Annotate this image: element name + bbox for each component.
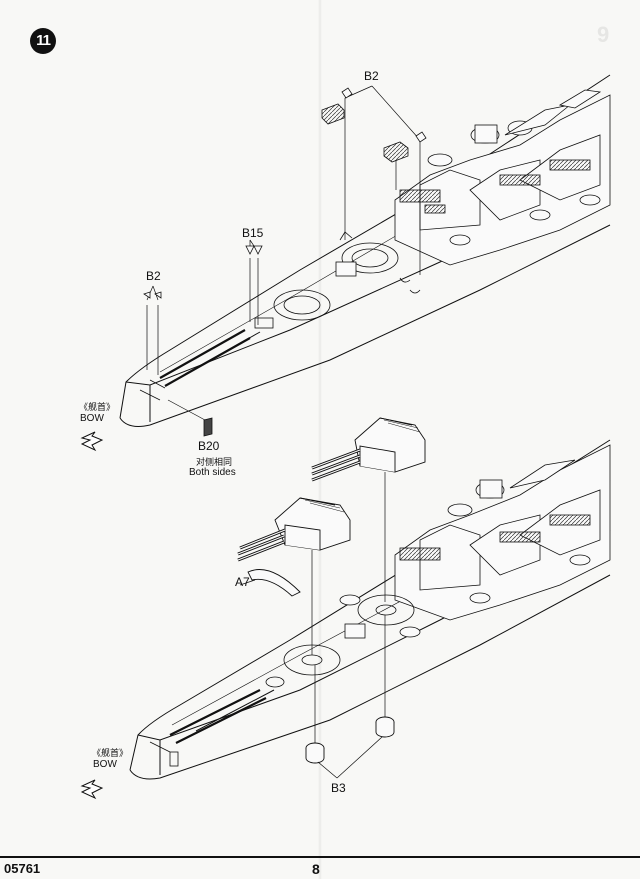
bow-label-cn-upper: 《舰首》	[79, 402, 116, 412]
bleed-through-step-number: 9	[597, 22, 610, 47]
part-a7-shield	[247, 569, 301, 597]
page-fold	[318, 0, 322, 879]
main-turret-front	[237, 497, 351, 562]
step-number-badge: 11	[30, 28, 56, 54]
bow-arrow-lower	[80, 779, 104, 800]
both-sides-cn: 对侧相同	[196, 457, 233, 467]
upper-deck-details	[139, 231, 421, 401]
part-b3-rings	[305, 716, 395, 764]
callout-b2-left: B2	[146, 269, 161, 283]
upper-superstructure	[394, 89, 611, 266]
callout-a7: A7	[235, 575, 250, 589]
product-code: 05761	[4, 861, 41, 876]
bow-label-en-upper: BOW	[80, 413, 104, 424]
both-sides-en: Both sides	[189, 467, 236, 478]
callout-b15: B15	[242, 226, 264, 240]
footer-rule	[0, 856, 640, 858]
callout-b3: B3	[331, 781, 346, 795]
bow-arrow-upper	[80, 431, 104, 452]
upper-ship-hull	[119, 74, 611, 427]
bow-label-cn-lower: 《舰首》	[92, 748, 129, 758]
lower-leader-lines	[239, 472, 386, 779]
callout-b2-upper: B2	[364, 69, 379, 83]
lower-superstructure	[339, 444, 611, 638]
lower-deck-details	[149, 594, 415, 767]
page-number: 8	[312, 861, 320, 877]
bow-label-en-lower: BOW	[93, 759, 117, 770]
callout-b20: B20	[198, 439, 220, 453]
main-turret-rear	[311, 417, 426, 482]
upper-small-parts	[143, 87, 427, 437]
